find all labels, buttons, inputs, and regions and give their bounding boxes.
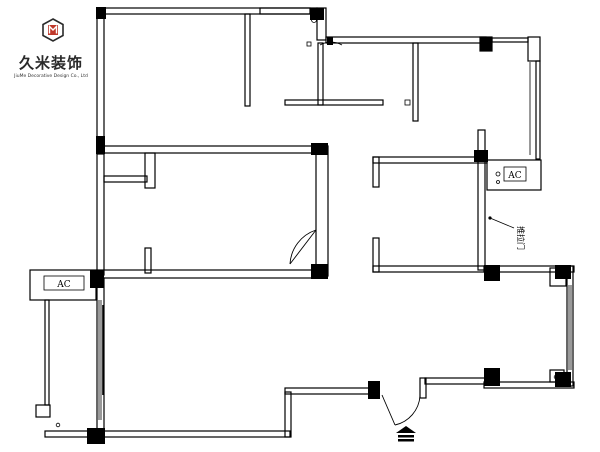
wall-mid-vertical [317,42,324,106]
door-top-arc [319,41,343,46]
wall-middle-band [96,145,328,154]
wall-left-upper [96,7,105,155]
wall-kitchen-right [477,129,486,271]
wall-entrance-jamb [419,377,427,399]
wall-partition-top [244,13,251,107]
wall-right-room-right [566,265,574,387]
wall-top-right-corner [527,36,541,62]
hexagon-m-logo-icon [42,18,64,42]
wall-entrance-left [284,387,378,395]
logo-subtitle: JiuMe Decorative Design Co., Ltd [14,74,88,79]
floor-plan-walls [29,7,575,439]
window-top-right [491,37,529,43]
wall-top-left [96,7,318,15]
wall-top-mid [325,36,487,44]
wall-bottom-step [284,391,292,438]
door-bedroom-arc [289,229,317,265]
ac-unit-left [43,275,85,291]
wall-closet [103,175,148,183]
wall-kitchen-left [412,42,419,122]
wall-bottom [44,430,291,438]
wall-kitchen-top [372,156,488,164]
wall-entrance-right [424,377,494,385]
fixtures [55,17,562,428]
wall-balcony-left [44,299,50,406]
wall-mid-horizontal [284,99,384,106]
wall-middle-stub [144,152,156,189]
ac-unit-top-right [503,166,527,182]
doors [289,41,421,426]
side-note-label: 推拉门 [516,226,526,250]
column-top-right [479,36,493,52]
wall-dining-bottom [372,265,494,273]
windows [98,62,572,420]
logo-name: 久米装饰 [18,54,83,72]
ac-unit-top-right-box [486,159,542,191]
wall-right-upper [535,60,541,160]
ac-label-top-right: AC [507,171,521,181]
ac-label-left: AC [56,280,70,290]
wall-lower-stub [144,247,152,274]
wall-balcony-corner [35,404,51,418]
entrance-arrow-icon [396,426,416,442]
wall-kitchen-stub [372,156,380,188]
door-entrance [381,394,396,426]
window-top [259,7,311,15]
wall-living-top [96,269,328,279]
wall-middle-right [315,145,329,277]
wall-dining-stub [372,237,380,273]
note-leader-dot [488,216,492,220]
company-logo: 久米装饰 JiuMe Decorative Design Co., Ltd [8,18,94,90]
wall-left-middle [96,152,105,276]
note-leader-line [489,217,515,229]
door-bedroom [289,229,317,265]
columns [87,7,571,444]
door-entrance-arc [394,395,421,426]
